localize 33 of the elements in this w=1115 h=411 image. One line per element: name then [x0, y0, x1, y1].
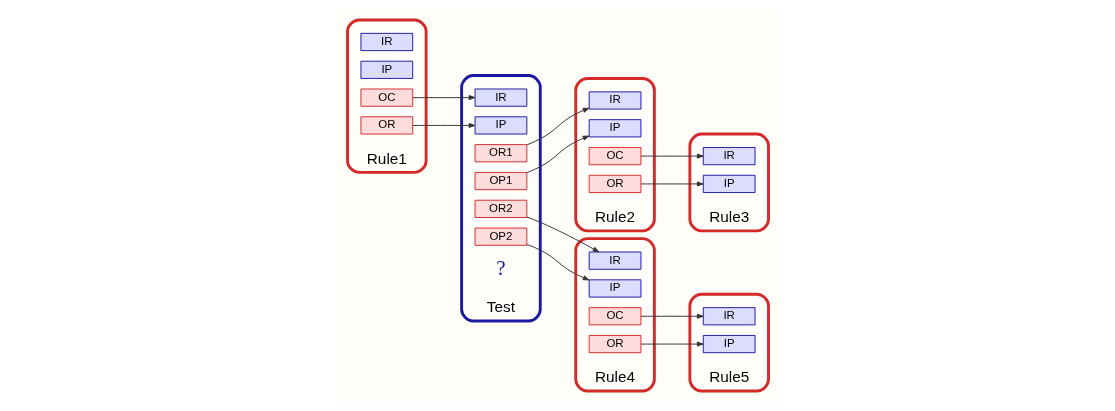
node-box: IP: [474, 116, 527, 135]
arrow: [525, 216, 599, 253]
node-box: IP: [588, 279, 641, 298]
label: ?: [495, 255, 506, 280]
arrow: [526, 243, 589, 281]
node-box: OC: [359, 88, 413, 107]
node-box: OP2: [474, 227, 527, 246]
arrow: [640, 181, 704, 187]
node-box: IR: [588, 251, 641, 270]
node-box: IP: [702, 334, 756, 354]
node-box: IR: [588, 91, 641, 110]
node-box: IR: [702, 147, 756, 166]
node-box: OR: [588, 334, 641, 354]
node-box: OC: [588, 307, 641, 326]
arrow: [412, 95, 475, 101]
node-box: IP: [359, 60, 413, 79]
arrow: [640, 153, 704, 159]
node-box: IP: [588, 119, 641, 138]
node-box: OR1: [474, 144, 527, 163]
node-box: OR: [588, 174, 641, 194]
node-box: IR: [474, 88, 527, 107]
node-box: OC: [588, 147, 641, 166]
node-box: OR: [359, 116, 413, 135]
node-box: IR: [359, 32, 413, 52]
arrow: [526, 107, 589, 146]
node-box: OR2: [474, 199, 527, 218]
arrow: [526, 135, 589, 174]
node-box: OP1: [474, 171, 527, 191]
arrow: [640, 313, 704, 319]
arrow: [412, 122, 475, 128]
arrow: [640, 341, 704, 347]
node-box: IP: [702, 174, 756, 194]
node-box: IR: [702, 307, 756, 326]
